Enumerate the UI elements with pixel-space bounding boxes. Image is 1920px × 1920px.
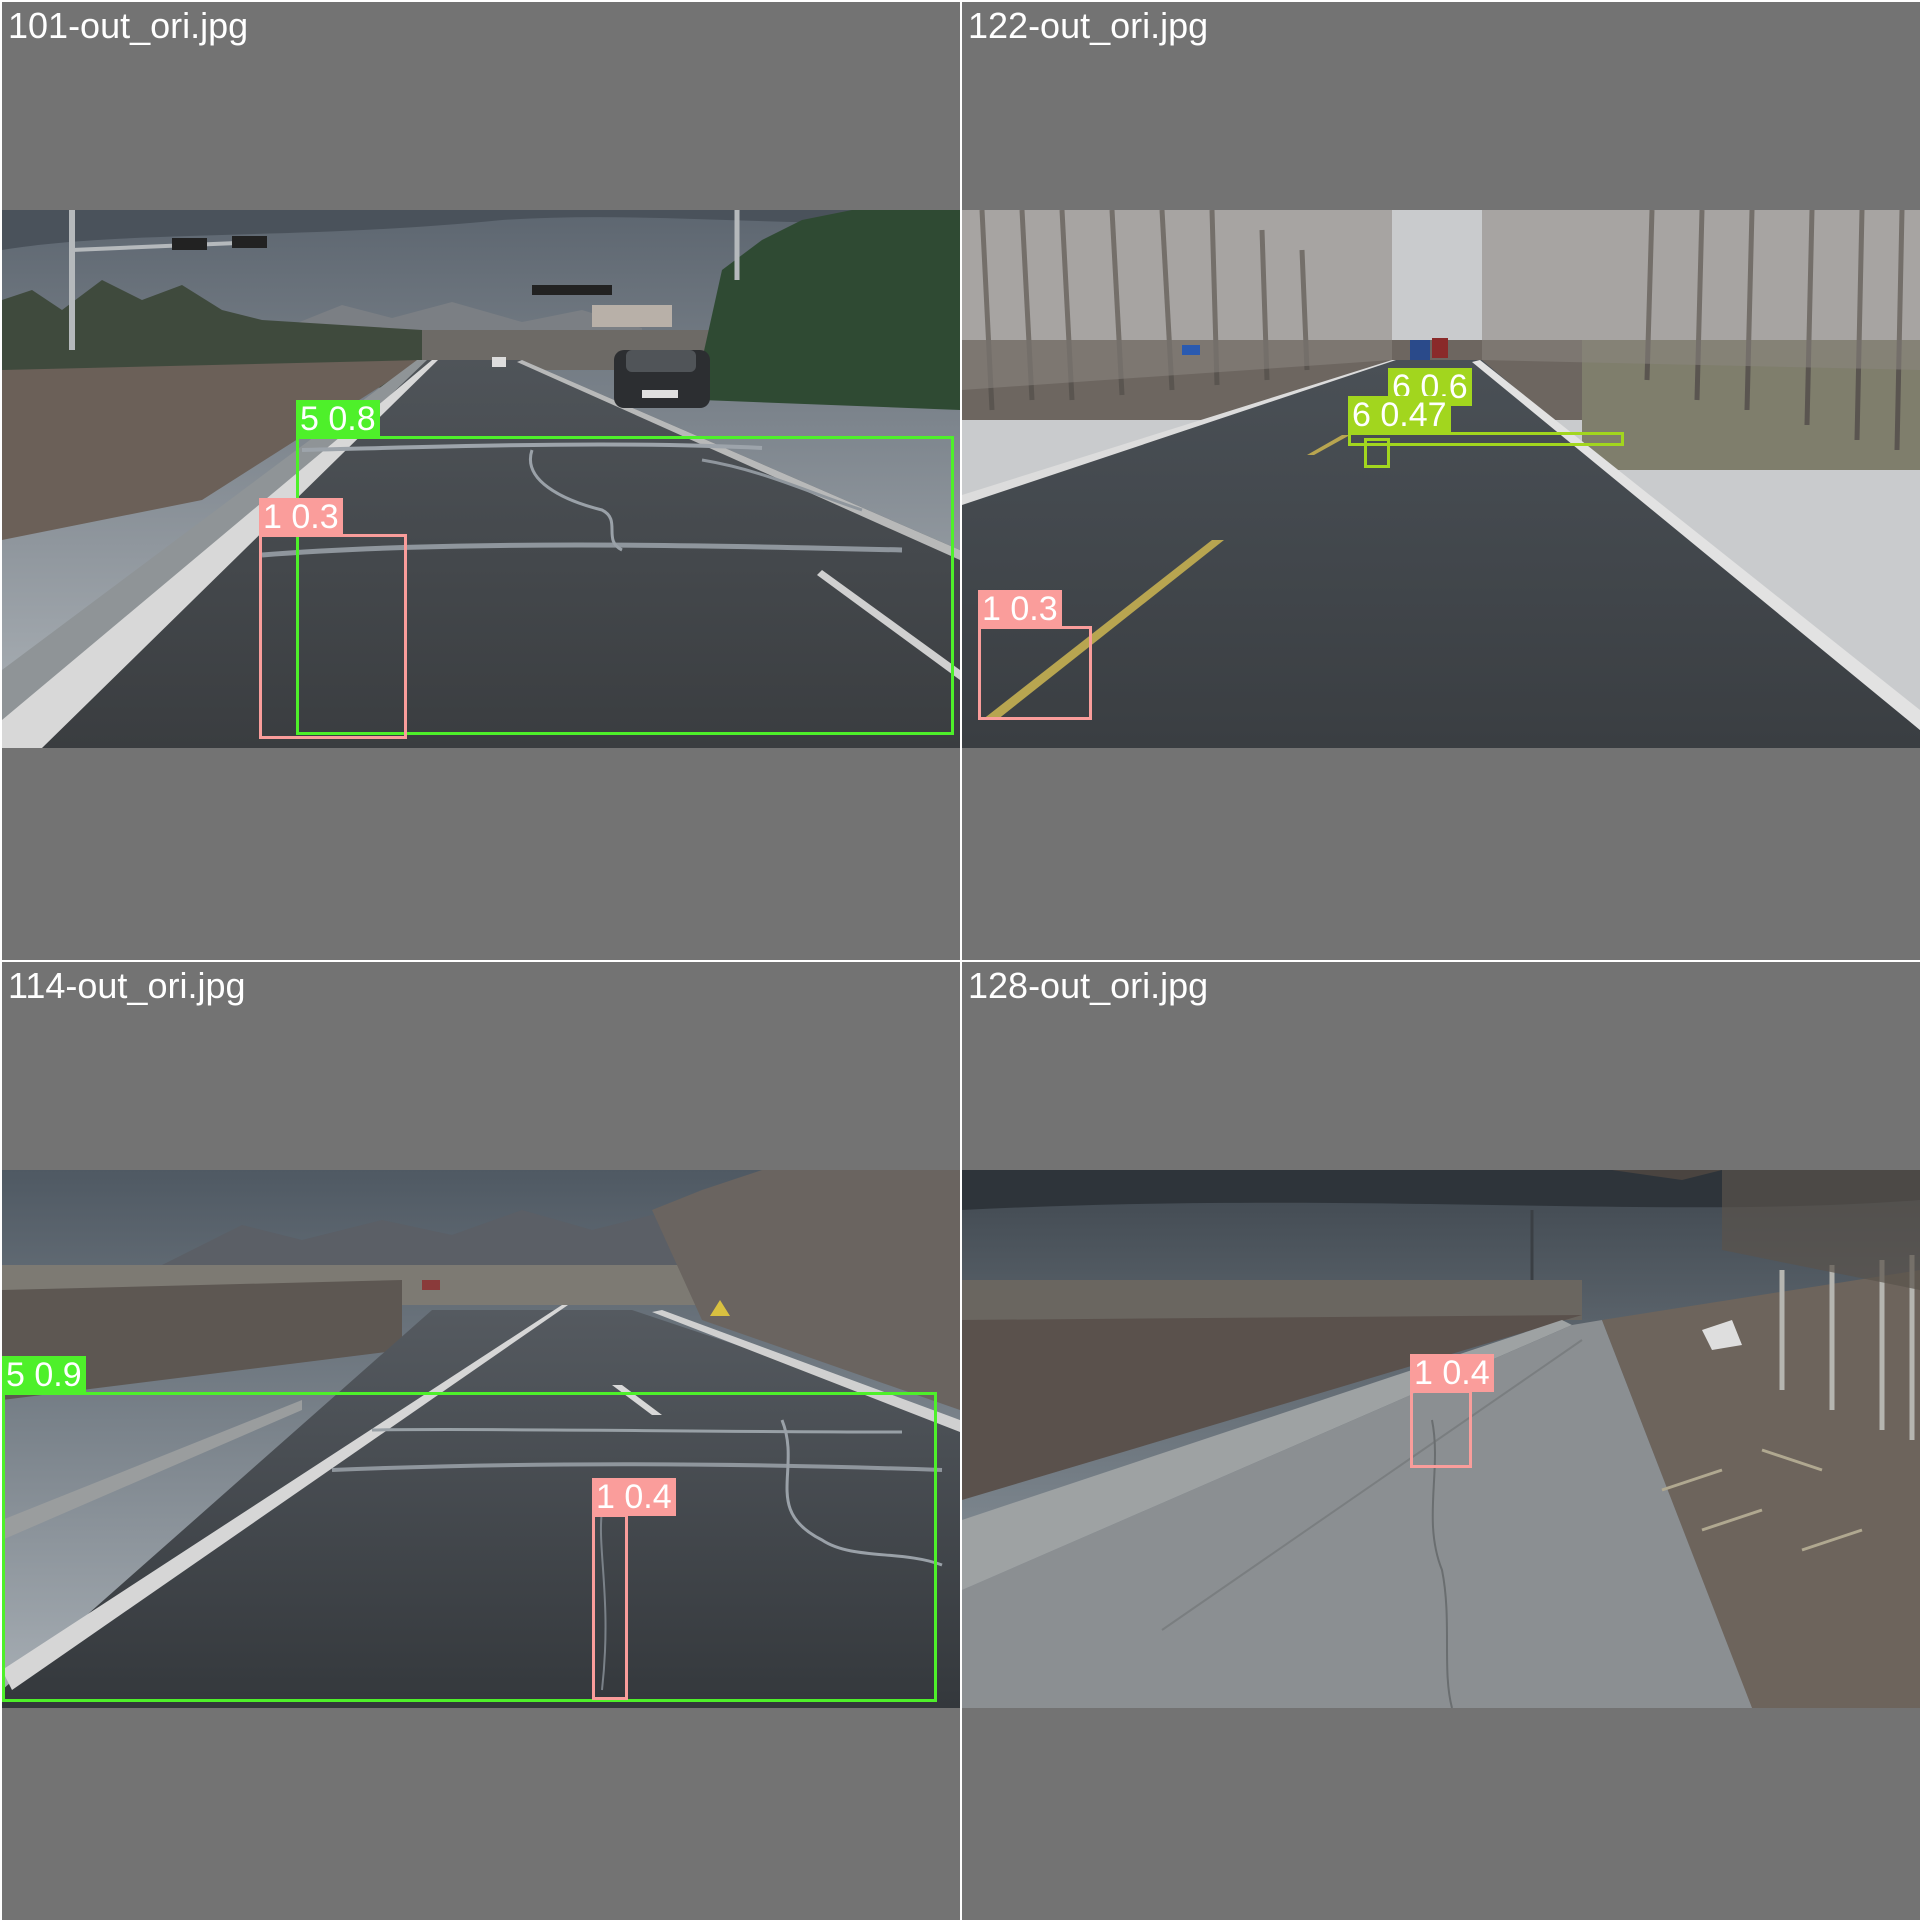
detection-box-class-5	[296, 436, 954, 735]
tile-101: 101-out_ori.jpg	[2, 2, 960, 960]
tile-122: 122-out_ori.jpg	[962, 2, 1920, 960]
detection-box-class-1	[1410, 1390, 1472, 1468]
tile-128: 128-out_ori.jpg	[962, 962, 1920, 1920]
detection-box-class-1	[978, 626, 1092, 720]
detection-label: 1 0.4	[592, 1478, 676, 1516]
road-photo: 5 0.9 1 0.4	[2, 1170, 960, 1708]
tile-title: 114-out_ori.jpg	[8, 965, 246, 1006]
detection-label: 1 0.3	[259, 498, 343, 536]
detection-box-class-6	[1348, 432, 1624, 446]
detection-box-class-1	[592, 1514, 628, 1700]
curving-road-scene	[2, 1170, 960, 1708]
road-photo: 6 0.6 6 0.47 1 0.3	[962, 210, 1920, 748]
detection-box-class-1	[259, 534, 407, 739]
tile-title: 122-out_ori.jpg	[968, 5, 1209, 46]
detection-label: 5 0.8	[296, 400, 380, 438]
detection-label: 1 0.3	[978, 590, 1062, 628]
detection-box-class-5	[2, 1392, 937, 1702]
tile-title: 128-out_ori.jpg	[968, 965, 1209, 1006]
detection-label: 5 0.9	[2, 1356, 86, 1394]
tree-lined-road-scene	[962, 210, 1920, 748]
road-photo: 5 0.8 1 0.3	[2, 210, 960, 748]
detection-box-class-6	[1364, 438, 1390, 468]
road-photo: 1 0.4	[962, 1170, 1920, 1708]
tile-title: 101-out_ori.jpg	[8, 5, 249, 46]
detection-label: 1 0.4	[1410, 1354, 1494, 1392]
detection-label: 6 0.47	[1348, 396, 1451, 434]
tile-114: 114-out_ori.jpg	[2, 962, 960, 1920]
highway-scene	[2, 210, 960, 748]
